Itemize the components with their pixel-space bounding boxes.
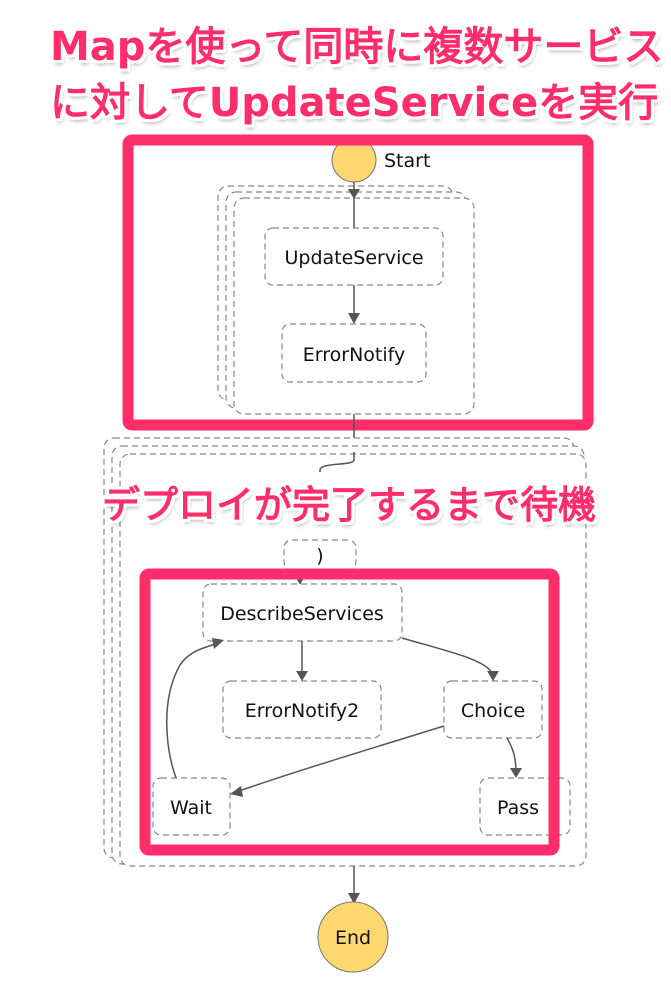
- caption-wait: デプロイが完了するまで待機: [102, 483, 597, 527]
- node-error-notify-label: ErrorNotify: [303, 344, 405, 366]
- edge-choice-to-wait: [235, 725, 445, 793]
- edge-update-arrowhead: [348, 313, 360, 324]
- node-pass-label: Pass: [497, 797, 539, 819]
- edge-choice-to-pass-arrowhead: [510, 768, 522, 778]
- node-error-notify2[interactable]: ErrorNotify2: [222, 680, 382, 739]
- node-update-service[interactable]: UpdateService: [264, 227, 444, 286]
- edge-describe-to-choice: [401, 637, 494, 676]
- end-node[interactable]: End: [317, 901, 389, 973]
- edge-map2-to-end-arrowhead: [348, 893, 360, 904]
- start-label: Start: [384, 150, 430, 172]
- node-describe-services[interactable]: DescribeServices: [202, 583, 403, 642]
- caption-map-line1: Mapを使って同時に複数サービス: [50, 24, 664, 70]
- highlight-box-wait-loop: [139, 568, 560, 856]
- caption-map-line2: に対してUpdateServiceを実行: [50, 80, 659, 126]
- edge-wait-to-describe-arrowhead: [212, 638, 224, 649]
- node-choice-label: Choice: [461, 700, 525, 722]
- node-error-notify[interactable]: ErrorNotify: [281, 323, 427, 383]
- start-node[interactable]: Start: [331, 137, 430, 183]
- node-hidden[interactable]: ): [283, 539, 357, 571]
- edge-map2-entry: [319, 452, 355, 472]
- map2-container: [103, 437, 587, 867]
- end-label: End: [335, 927, 371, 949]
- node-wait[interactable]: Wait: [152, 777, 231, 836]
- edge-choice-to-wait-arrowhead: [230, 786, 243, 797]
- node-describe-services-label: DescribeServices: [220, 603, 384, 625]
- highlight-box-map: [122, 134, 594, 431]
- edge-wait-to-describe: [166, 642, 219, 779]
- node-hidden-label: ): [316, 545, 323, 567]
- edge-describe-to-choice-arrowhead: [487, 671, 499, 681]
- node-wait-label: Wait: [170, 797, 212, 819]
- edge-describe-to-error2-arrowhead: [296, 671, 308, 681]
- node-error-notify2-label: ErrorNotify2: [245, 700, 360, 722]
- node-choice[interactable]: Choice: [443, 680, 543, 739]
- edge-start-arrowhead: [348, 189, 360, 199]
- node-pass[interactable]: Pass: [479, 777, 571, 836]
- node-update-service-label: UpdateService: [284, 247, 423, 269]
